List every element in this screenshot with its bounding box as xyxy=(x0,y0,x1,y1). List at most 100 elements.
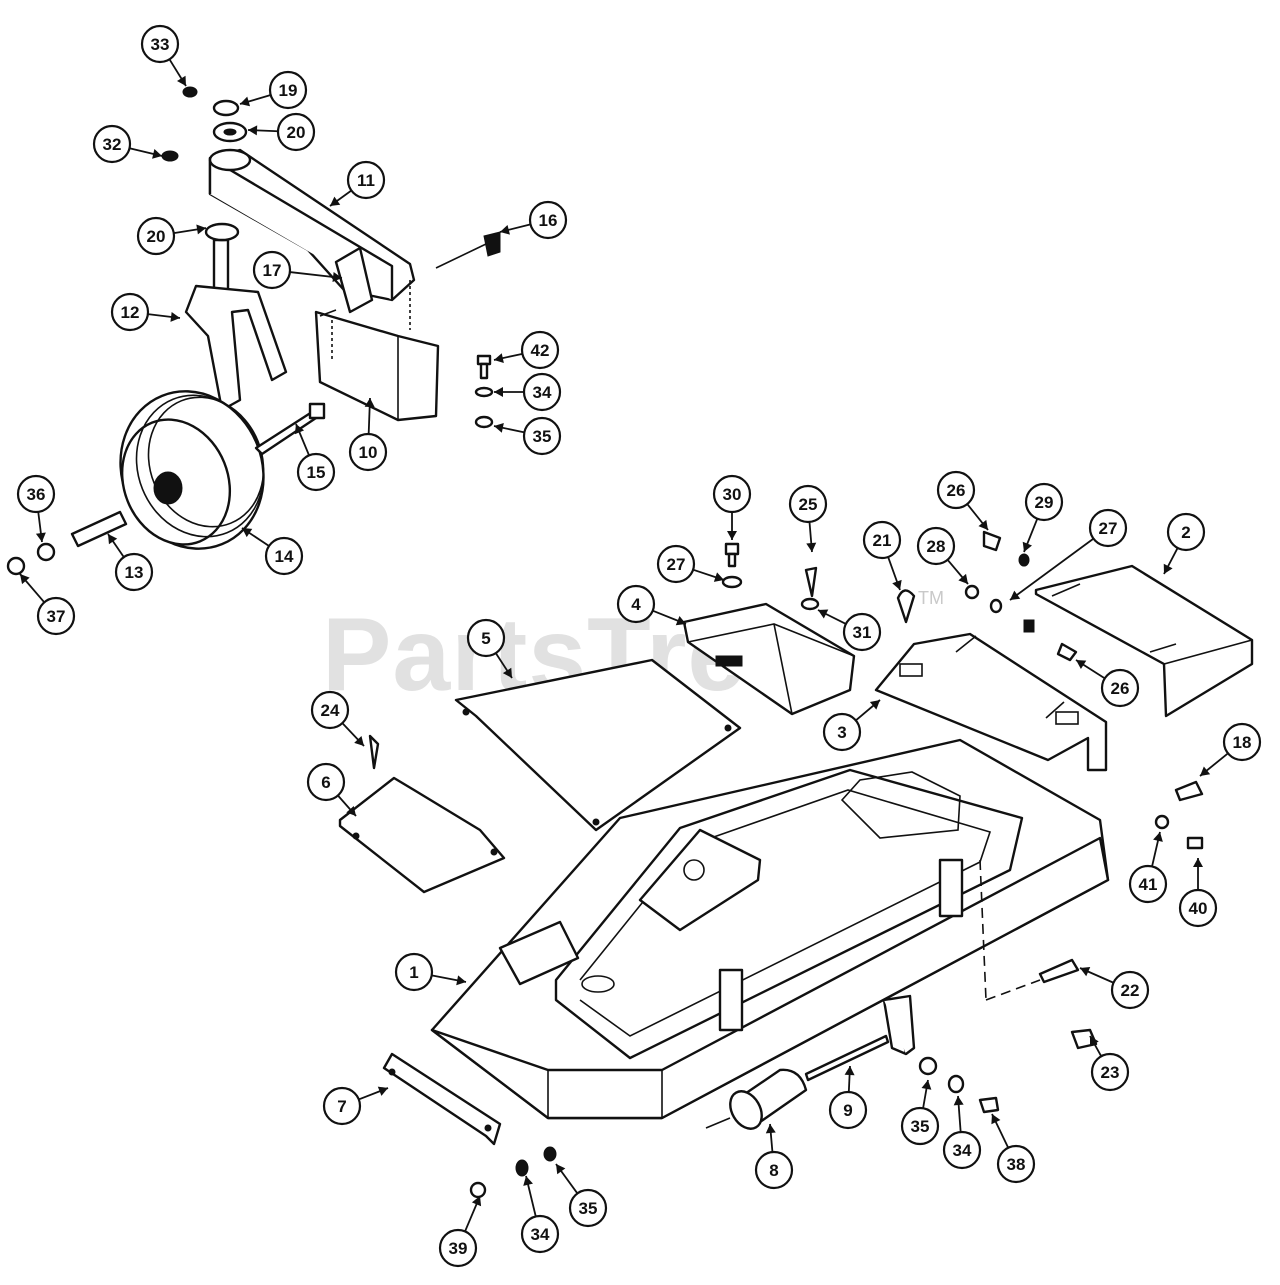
callout-number: 35 xyxy=(911,1117,930,1136)
callout-c17[interactable]: 17 xyxy=(252,250,343,290)
callout-c20a[interactable]: 20 xyxy=(247,112,316,152)
callout-c33[interactable]: 33 xyxy=(140,24,187,87)
leader-arrowhead xyxy=(556,1164,566,1175)
callout-number: 14 xyxy=(275,547,294,566)
leader-arrowhead xyxy=(240,96,251,107)
caster-fork xyxy=(184,222,288,412)
callout-c14[interactable]: 14 xyxy=(241,527,304,576)
callout-number: 41 xyxy=(1139,875,1158,894)
callout-circle xyxy=(438,1228,478,1268)
callout-c6[interactable]: 6 xyxy=(306,762,357,817)
callout-circle xyxy=(942,1130,982,1170)
callout-circle xyxy=(822,712,862,752)
callout-circle xyxy=(394,952,434,992)
callout-circle xyxy=(862,520,902,560)
callout-circle xyxy=(306,762,346,802)
callout-c16[interactable]: 16 xyxy=(499,200,568,240)
callout-c22[interactable]: 22 xyxy=(1079,967,1150,1010)
callout-c36[interactable]: 36 xyxy=(16,474,56,543)
leader-arrowhead xyxy=(892,579,902,590)
plate-6 xyxy=(338,776,506,894)
leader-arrowhead xyxy=(1080,967,1091,977)
leader-arrowhead xyxy=(242,528,253,538)
leader-arrowhead xyxy=(346,805,356,816)
callout-number: 36 xyxy=(27,485,46,504)
callout-number: 12 xyxy=(121,303,140,322)
callout-c34c[interactable]: 34 xyxy=(520,1175,560,1254)
leader-arrowhead xyxy=(1153,832,1163,842)
callout-c34b[interactable]: 34 xyxy=(942,1095,982,1170)
callout-number: 23 xyxy=(1101,1063,1120,1082)
callout-number: 2 xyxy=(1181,523,1190,542)
callout-c23[interactable]: 23 xyxy=(1089,1035,1130,1092)
callout-circle xyxy=(1100,668,1140,708)
callout-c29[interactable]: 29 xyxy=(1022,482,1064,553)
callout-number: 9 xyxy=(843,1101,852,1120)
callout-c3[interactable]: 3 xyxy=(822,699,881,752)
watermark-trademark: TM xyxy=(918,588,944,608)
callout-number: 39 xyxy=(449,1239,468,1258)
callout-c35a[interactable]: 35 xyxy=(493,416,562,456)
leader-arrowhead xyxy=(1163,563,1173,574)
bearing-stack xyxy=(212,99,248,143)
callout-c37[interactable]: 37 xyxy=(19,573,76,636)
callout-circle xyxy=(616,584,656,624)
callout-c26a[interactable]: 26 xyxy=(936,470,989,531)
callout-c26b[interactable]: 26 xyxy=(1075,659,1140,708)
callout-c11[interactable]: 11 xyxy=(329,160,386,207)
callout-circle xyxy=(92,124,132,164)
callout-c25[interactable]: 25 xyxy=(788,484,828,553)
callout-circle xyxy=(522,416,562,456)
callout-number: 35 xyxy=(579,1199,598,1218)
callout-c7[interactable]: 7 xyxy=(322,1086,389,1126)
callout-number: 20 xyxy=(147,227,166,246)
callout-c41[interactable]: 41 xyxy=(1128,831,1168,904)
callout-c9[interactable]: 9 xyxy=(828,1065,868,1130)
callout-c40[interactable]: 40 xyxy=(1178,858,1218,928)
callout-circle xyxy=(754,1150,794,1190)
callout-c39[interactable]: 39 xyxy=(438,1195,482,1268)
callout-c27b[interactable]: 27 xyxy=(1009,508,1128,601)
callout-c8[interactable]: 8 xyxy=(754,1123,794,1190)
callout-c38[interactable]: 38 xyxy=(991,1113,1036,1184)
callout-number: 22 xyxy=(1121,981,1140,1000)
callout-c35c[interactable]: 35 xyxy=(555,1163,608,1228)
leader-arrowhead xyxy=(330,196,341,206)
callout-c13[interactable]: 13 xyxy=(107,533,154,592)
callout-number: 30 xyxy=(723,485,742,504)
leader-arrowhead xyxy=(991,1114,1001,1125)
callout-c15[interactable]: 15 xyxy=(294,423,336,492)
callout-c27a[interactable]: 27 xyxy=(656,544,725,584)
callout-c18[interactable]: 18 xyxy=(1199,722,1262,777)
callout-c30[interactable]: 30 xyxy=(712,474,752,540)
callout-c42[interactable]: 42 xyxy=(493,330,560,370)
callout-circle xyxy=(296,452,336,492)
callout-number: 28 xyxy=(927,537,946,556)
callout-circle xyxy=(136,216,176,256)
leader-arrowhead xyxy=(177,75,186,86)
callout-c28[interactable]: 28 xyxy=(916,526,969,585)
callout-number: 3 xyxy=(837,723,846,742)
callout-c20b[interactable]: 20 xyxy=(136,216,207,256)
callout-c19[interactable]: 19 xyxy=(239,70,308,110)
callout-circle xyxy=(522,372,562,412)
callout-c32[interactable]: 32 xyxy=(92,124,163,164)
callout-c5[interactable]: 5 xyxy=(466,618,513,679)
callout-circle xyxy=(466,618,506,658)
callout-circle xyxy=(568,1188,608,1228)
callout-c34a[interactable]: 34 xyxy=(494,372,562,412)
callout-c31[interactable]: 31 xyxy=(817,609,882,652)
callout-c10[interactable]: 10 xyxy=(348,397,388,472)
callout-c21[interactable]: 21 xyxy=(862,520,902,591)
callout-c2[interactable]: 2 xyxy=(1163,512,1206,575)
callout-c12[interactable]: 12 xyxy=(110,292,181,332)
callout-c35b[interactable]: 35 xyxy=(900,1079,940,1146)
callout-circle xyxy=(1222,722,1262,762)
callout-circle xyxy=(842,612,882,652)
callout-number: 13 xyxy=(125,563,144,582)
callout-circle xyxy=(520,330,560,370)
callout-c24[interactable]: 24 xyxy=(310,690,365,747)
callout-number: 42 xyxy=(531,341,550,360)
callout-c4[interactable]: 4 xyxy=(616,584,687,626)
callout-c1[interactable]: 1 xyxy=(394,952,467,992)
